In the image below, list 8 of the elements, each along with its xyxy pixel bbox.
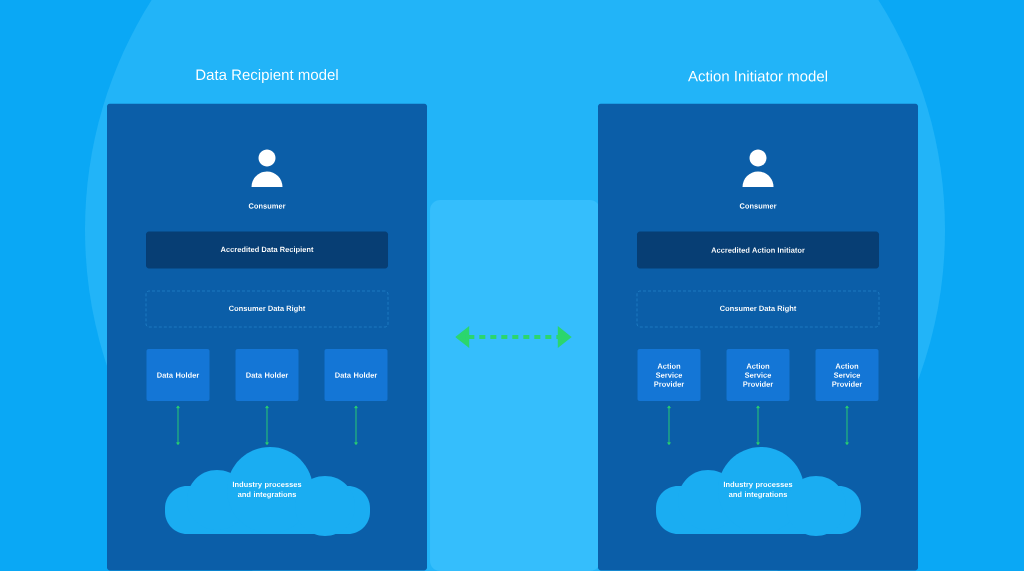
arrow bbox=[265, 405, 269, 445]
panel-title: Data Recipient model bbox=[196, 69, 338, 83]
panel-title: Action Initiator model bbox=[688, 70, 827, 82]
arrow bbox=[667, 405, 671, 445]
arrow bbox=[845, 405, 849, 445]
arrow bbox=[176, 405, 180, 445]
arrow bbox=[354, 405, 358, 445]
arrow bbox=[756, 405, 760, 445]
